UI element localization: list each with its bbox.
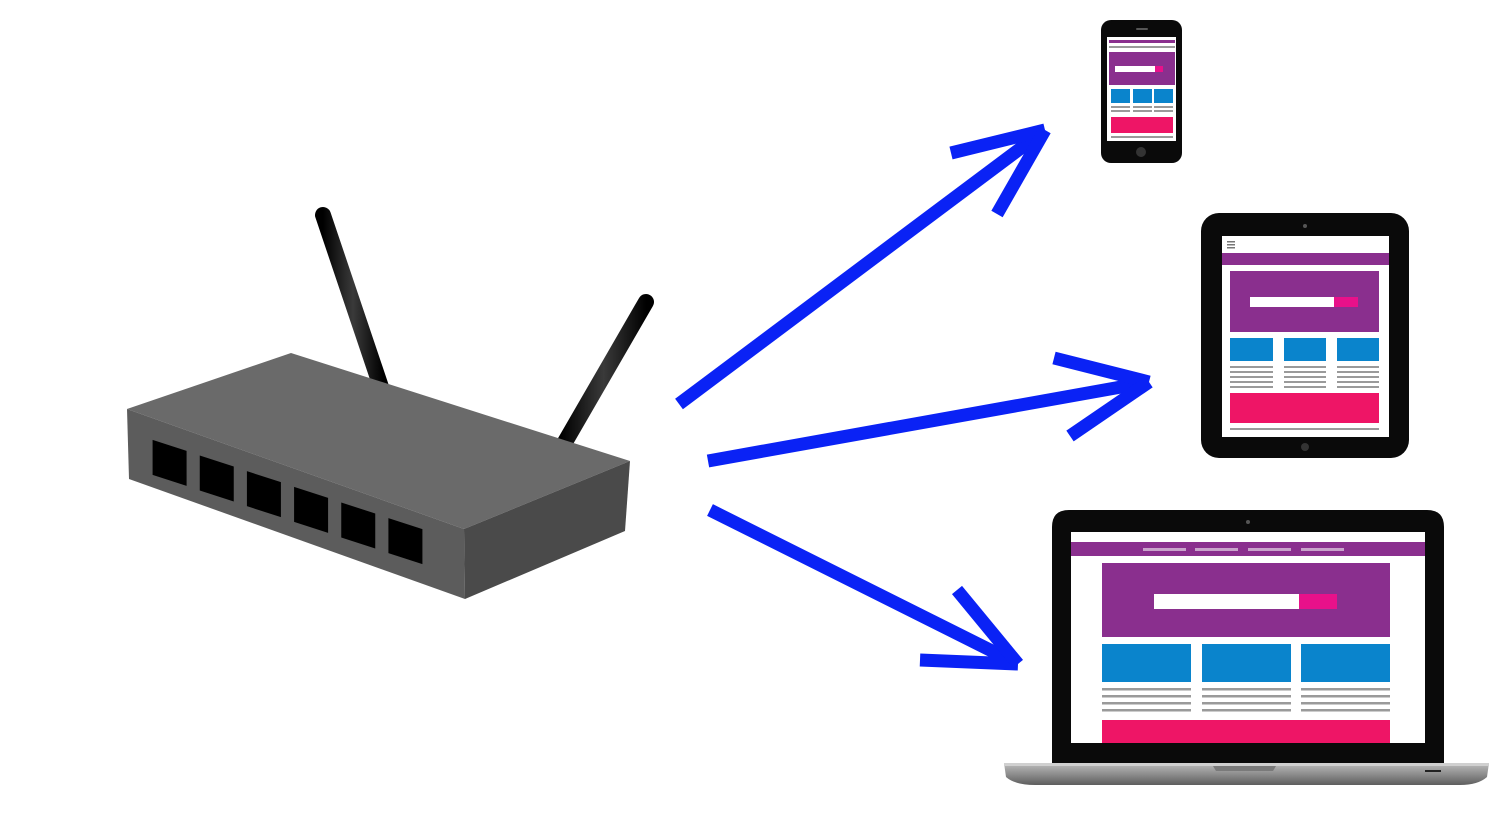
router-port <box>246 471 281 518</box>
router-port <box>388 518 423 565</box>
router-port <box>199 455 234 502</box>
antenna-left <box>315 207 391 401</box>
router-port <box>152 439 187 486</box>
laptop-icon <box>1004 510 1489 785</box>
router-ports <box>152 439 423 565</box>
arrow-icon <box>707 504 1024 671</box>
router-port <box>341 502 376 549</box>
arrow-icon <box>675 123 1051 410</box>
router-side <box>464 461 630 599</box>
antenna-right <box>553 294 654 457</box>
arrow-icon <box>706 351 1153 468</box>
router-icon <box>127 207 654 599</box>
router-port <box>294 486 329 533</box>
router-top <box>127 353 630 529</box>
connection-arrows <box>675 123 1153 671</box>
tablet-icon <box>1201 213 1409 458</box>
smartphone-icon <box>1101 20 1182 163</box>
